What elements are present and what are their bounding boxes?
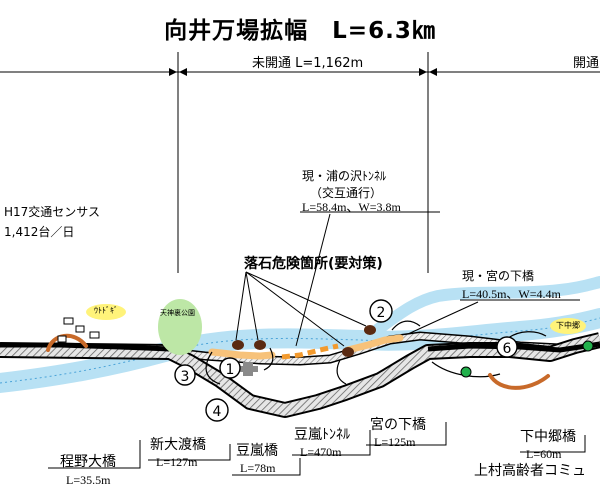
existing-tunnel-note: （交互通行） xyxy=(310,186,383,200)
maranashi-tunnel-name: 豆嵐ﾄﾝﾈﾙ xyxy=(294,427,350,443)
rockfall-hazard-label: 落石危険箇所(要対策) xyxy=(244,256,383,272)
traffic-census-volume: 1,412台／日 xyxy=(4,225,75,239)
hodono-bridge-name: 程野大橋 xyxy=(60,454,116,470)
shin-owatari-bridge-name: 新大渡橋 xyxy=(150,437,206,453)
tunnel-dashed-line xyxy=(281,343,339,360)
building-blocks xyxy=(236,362,258,376)
utodo-label: ｳﾄﾄﾞｷﾞ xyxy=(94,306,118,315)
river xyxy=(0,276,600,393)
shimonakago-label: 下中郷 xyxy=(556,321,580,330)
facility-dots xyxy=(460,340,594,378)
marker-1: 1 xyxy=(219,357,241,379)
road-segment-orange xyxy=(208,334,404,360)
traffic-census-title: H17交通センサス xyxy=(4,205,101,219)
house-icons xyxy=(57,317,100,343)
miyanoshita-bridge-name: 宮の下橋 xyxy=(370,417,426,433)
maranashi-bridge-length: L=78m xyxy=(240,461,276,475)
opened-section-label: 開通 xyxy=(573,56,600,71)
kamimura-facility-name: 上村高齢者コミュ xyxy=(474,463,586,479)
rockfall-hazard-points xyxy=(232,325,376,357)
svg-text:3: 3 xyxy=(181,369,190,385)
bypass-route xyxy=(0,332,600,418)
miyanoshita-bridge-length: L=125m xyxy=(374,435,416,449)
marker-2: 2 xyxy=(369,299,393,323)
existing-tunnel-name: 現・浦の沢ﾄﾝﾈﾙ xyxy=(302,169,387,183)
svg-text:2: 2 xyxy=(377,305,386,321)
shin-owatari-bridge-length: L=127m xyxy=(156,455,198,469)
existing-bridge-name: 現・宮の下橋 xyxy=(462,269,535,283)
shimonakago-bridge-length: L=60m xyxy=(526,447,562,461)
marker-4: 4 xyxy=(205,398,229,422)
diagram-title: 向井万場拡幅 L=6.3㎞ xyxy=(164,18,436,44)
shimonakago-highlight xyxy=(550,318,586,334)
markers: 1 2 3 4 6 xyxy=(174,299,518,422)
existing-tunnel-dimensions: L=58.4m、W=3.8m xyxy=(302,200,401,214)
maranashi-tunnel-length: L=470m xyxy=(300,445,342,459)
unopened-section-label: 未開通 L=1,162m xyxy=(252,56,364,71)
svg-text:1: 1 xyxy=(226,362,235,378)
svg-text:4: 4 xyxy=(213,404,222,420)
maranashi-bridge-name: 豆嵐橋 xyxy=(236,443,278,459)
hazard-leader-lines xyxy=(48,211,586,476)
tenjin-park-label: 天神裏公園 xyxy=(160,309,195,317)
shimonakago-bridge-name: 下中郷橋 xyxy=(520,429,576,445)
marker-6: 6 xyxy=(496,336,518,358)
marker-3: 3 xyxy=(174,364,196,386)
utodo-highlight xyxy=(86,304,126,320)
park-area xyxy=(158,299,202,355)
hodono-bridge-length: L=35.5m xyxy=(66,473,111,487)
svg-text:6: 6 xyxy=(503,341,512,357)
section-dimension-lines xyxy=(0,52,600,273)
existing-bridge-dimensions: L=40.5m、W=4.4m xyxy=(462,287,561,301)
